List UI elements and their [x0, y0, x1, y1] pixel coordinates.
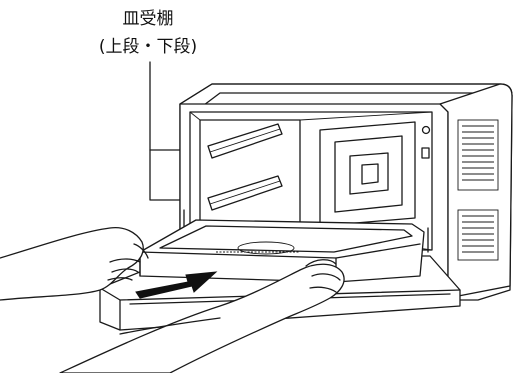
left-hand — [0, 226, 149, 301]
shelf-label-subtitle: (上段・下段) — [99, 37, 197, 57]
right-hand — [59, 259, 345, 373]
shelf-label: 皿受棚 (上段・下段) — [99, 9, 197, 57]
tray — [139, 219, 425, 283]
shelf-label-title: 皿受棚 — [123, 9, 174, 29]
push-arrow-icon — [135, 271, 218, 299]
